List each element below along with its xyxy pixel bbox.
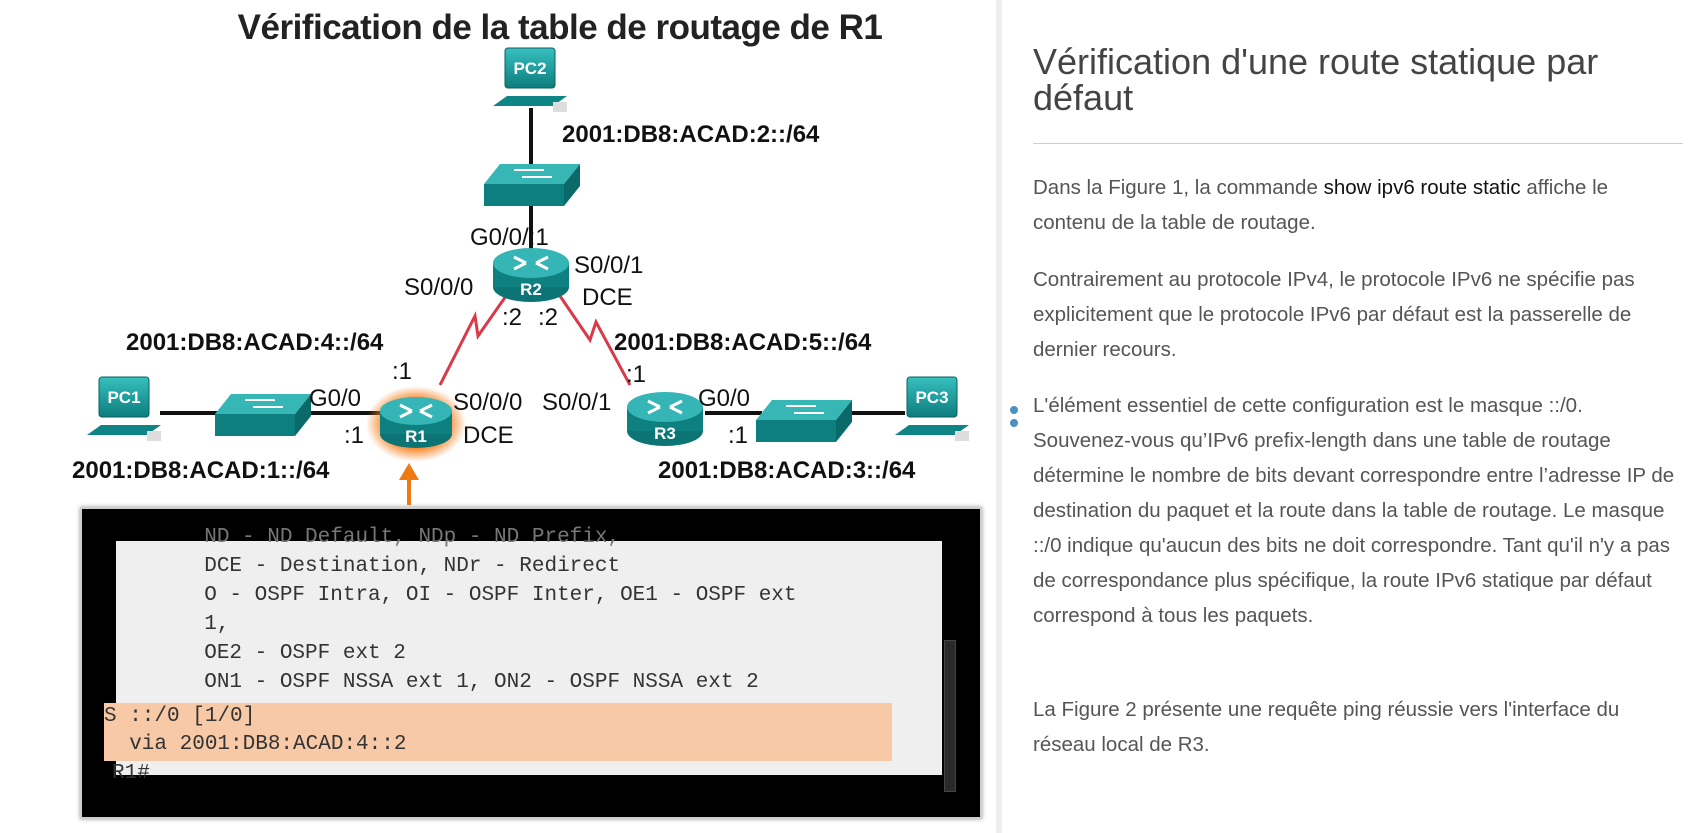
net-left-link-label: 2001:DB8:ACAD:4::/64 xyxy=(126,329,384,356)
terminal-line: ON1 - OSPF NSSA ext 1, ON2 - OSPF NSSA e… xyxy=(116,671,759,694)
arrow-up-icon xyxy=(399,463,419,505)
net-pc3-label: 2001:DB8:ACAD:3::/64 xyxy=(658,457,916,484)
r1-label: R1 xyxy=(405,427,427,446)
route-highlight: S ::/0 [1/0] via 2001:DB8:ACAD:4::2 xyxy=(104,703,892,761)
r1-link-addr: :1 xyxy=(392,358,413,385)
pc3-label: PC3 xyxy=(915,388,948,407)
p1-text-end: affiche le contenu de la table de routag… xyxy=(1033,176,1609,234)
figure-title: Vérification de la table de routage de R… xyxy=(237,8,883,47)
command-text: show ipv6 route static xyxy=(1323,176,1521,199)
terminal-line: ND - ND Default, NDp - ND Prefix, xyxy=(116,526,621,549)
r2-g0-label: G0/0/:1 xyxy=(470,224,549,251)
r2-right-addr: :2 xyxy=(538,304,559,331)
net-pc1-label: 2001:DB8:ACAD:1::/64 xyxy=(72,457,330,484)
terminal-prompt: R1# xyxy=(112,762,150,785)
r2-left-addr: :2 xyxy=(502,304,523,331)
highlight-line: S ::/0 [1/0] xyxy=(104,705,256,728)
highlight-line: via 2001:DB8:ACAD:4::2 xyxy=(104,733,407,756)
r3-g0-addr: :1 xyxy=(728,422,749,449)
paragraph-2: Contrairement au protocole IPv4, le prot… xyxy=(1033,268,1635,361)
net-pc2-label: 2001:DB8:ACAD:2::/64 xyxy=(562,121,820,148)
r2-label: R2 xyxy=(520,280,542,299)
router-icon: R2 xyxy=(493,248,569,302)
r3-link-addr: :1 xyxy=(626,361,647,388)
r1-s000-label: S0/0/0 xyxy=(453,389,523,416)
page-title: Vérification d'une route statique par dé… xyxy=(1033,41,1599,118)
r1-g0-addr: :1 xyxy=(344,422,365,449)
r3-s001-label: S0/0/1 xyxy=(542,389,612,416)
computer-icon: PC1 xyxy=(87,376,161,441)
switch-icon xyxy=(484,164,580,206)
router-icon: R1 xyxy=(366,386,466,462)
switch-icon xyxy=(215,394,311,436)
computer-icon: PC2 xyxy=(493,47,567,112)
switch-icon xyxy=(756,400,852,442)
r1-dce-label: DCE xyxy=(463,422,514,449)
terminal-line: O - OSPF Intra, OI - OSPF Inter, OE1 - O… xyxy=(116,584,797,607)
figure-area: Vérification de la table de routage de R… xyxy=(72,8,982,819)
net-right-link-label: 2001:DB8:ACAD:5::/64 xyxy=(614,329,872,356)
r2-s001-label: S0/0/1 xyxy=(574,252,644,279)
terminal-line: 1, xyxy=(116,613,230,636)
pc2-label: PC2 xyxy=(513,59,546,78)
p1-text: Dans la Figure 1, la commande xyxy=(1033,176,1324,199)
r3-g0-label: G0/0 xyxy=(698,385,751,412)
paragraph-1: Dans la Figure 1, la commande show ipv6 … xyxy=(1033,170,1683,240)
r3-label: R3 xyxy=(654,424,676,443)
computer-icon: PC3 xyxy=(895,376,969,441)
r2-s000-label: S0/0/0 xyxy=(404,274,474,301)
terminal-line: DCE - Destination, NDr - Redirect xyxy=(116,555,621,578)
topology-diagram xyxy=(160,108,905,505)
terminal-scrollbar[interactable] xyxy=(944,640,956,792)
router-icon: R3 xyxy=(627,392,703,446)
terminal-line: OE2 - OSPF ext 2 xyxy=(116,642,406,665)
paragraph-3: L'élément essentiel de cette configurati… xyxy=(1033,394,1675,627)
paragraph-4: La Figure 2 présente une requête ping ré… xyxy=(1033,698,1620,756)
pc1-label: PC1 xyxy=(107,388,140,407)
panel-divider xyxy=(996,0,1002,833)
drag-handle-icon[interactable] xyxy=(1010,406,1018,432)
r2-dce-label: DCE xyxy=(582,284,633,311)
r1-g0-label: G0/0 xyxy=(309,385,362,412)
title-divider xyxy=(1033,143,1683,144)
